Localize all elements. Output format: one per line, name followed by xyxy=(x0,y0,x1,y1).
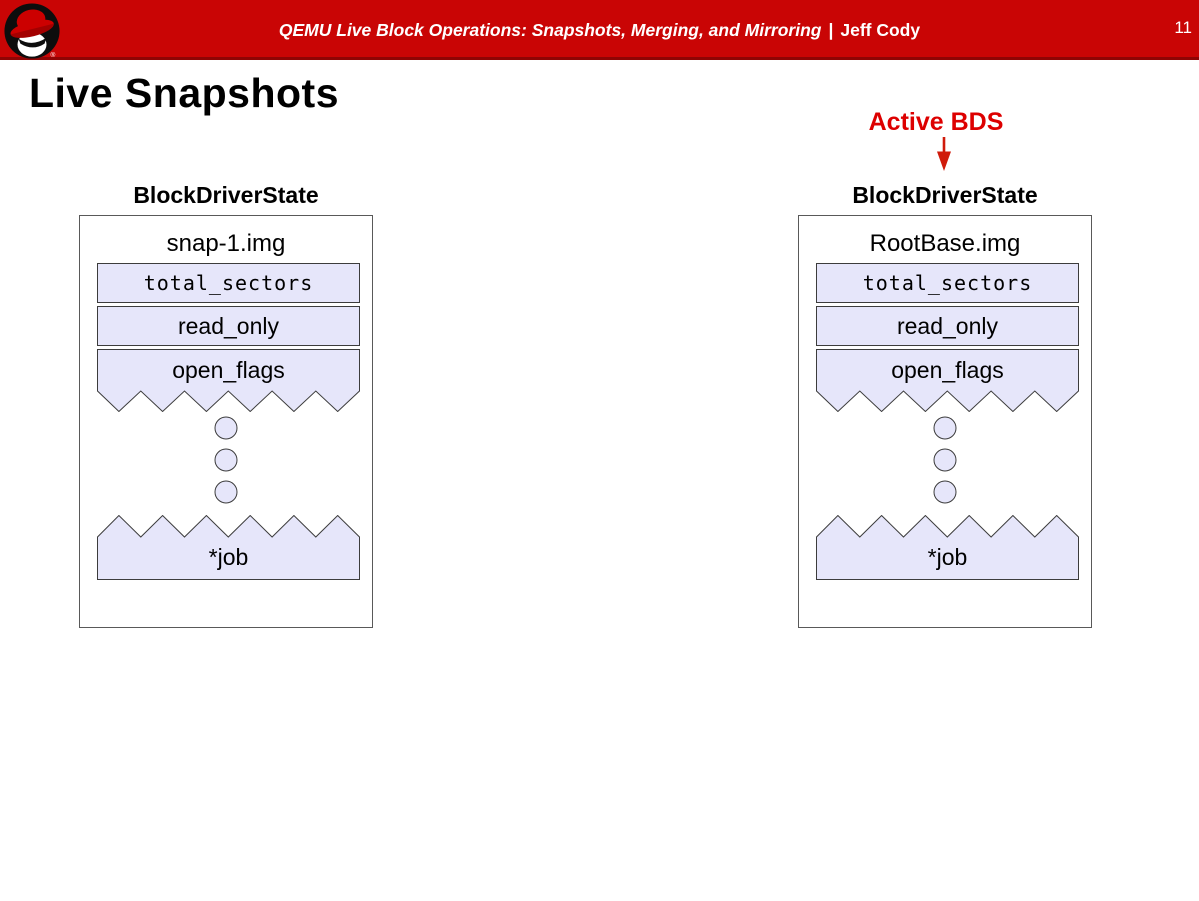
page-number: 11 xyxy=(1174,18,1192,37)
bds-diagram-right: BlockDriverState RootBase.img total_sect… xyxy=(798,182,1092,632)
field-read-only: read_only xyxy=(816,306,1079,346)
bds-diagram-left: BlockDriverState snap-1.img total_sector… xyxy=(79,182,373,632)
field-job: *job xyxy=(816,515,1079,580)
author-name: Jeff Cody xyxy=(840,19,921,40)
field-job-label: *job xyxy=(208,544,249,570)
field-read-only: read_only xyxy=(97,306,360,346)
ellipsis-circles-icon xyxy=(933,416,957,504)
field-job-label: *job xyxy=(927,544,968,570)
presentation-title: QEMU Live Block Operations: Snapshots, M… xyxy=(0,0,1199,60)
image-name: RootBase.img xyxy=(869,230,1021,257)
header-bar: ® QEMU Live Block Operations: Snapshots,… xyxy=(0,0,1199,60)
bds-label: BlockDriverState xyxy=(852,182,1038,208)
bds-box: RootBase.img total_sectors read_only ope… xyxy=(798,215,1092,628)
bds-label: BlockDriverState xyxy=(133,182,319,208)
field-open-flags: open_flags xyxy=(97,349,360,412)
presentation-title-text: QEMU Live Block Operations: Snapshots, M… xyxy=(278,19,822,40)
field-open-flags: open_flags xyxy=(816,349,1079,412)
field-total-sectors: total_sectors xyxy=(97,263,360,303)
image-name: snap-1.img xyxy=(166,230,286,257)
active-bds-label: Active BDS xyxy=(868,108,1004,136)
redhat-logo-icon: ® xyxy=(4,3,60,59)
field-open-flags-label: open_flags xyxy=(172,357,285,383)
torn-edge-shape xyxy=(816,515,1079,580)
torn-edge-shape xyxy=(816,349,1079,412)
down-arrow-icon xyxy=(937,137,951,171)
field-job: *job xyxy=(97,515,360,580)
slide-title: Live Snapshots xyxy=(29,70,340,116)
bds-box: snap-1.img total_sectors read_only open_… xyxy=(79,215,373,628)
svg-text:®: ® xyxy=(50,51,55,59)
field-total-sectors: total_sectors xyxy=(816,263,1079,303)
ellipsis-circles-icon xyxy=(214,416,238,504)
title-separator: | xyxy=(828,19,834,40)
field-open-flags-label: open_flags xyxy=(891,357,1004,383)
torn-edge-shape xyxy=(97,349,360,412)
torn-edge-shape xyxy=(97,515,360,580)
